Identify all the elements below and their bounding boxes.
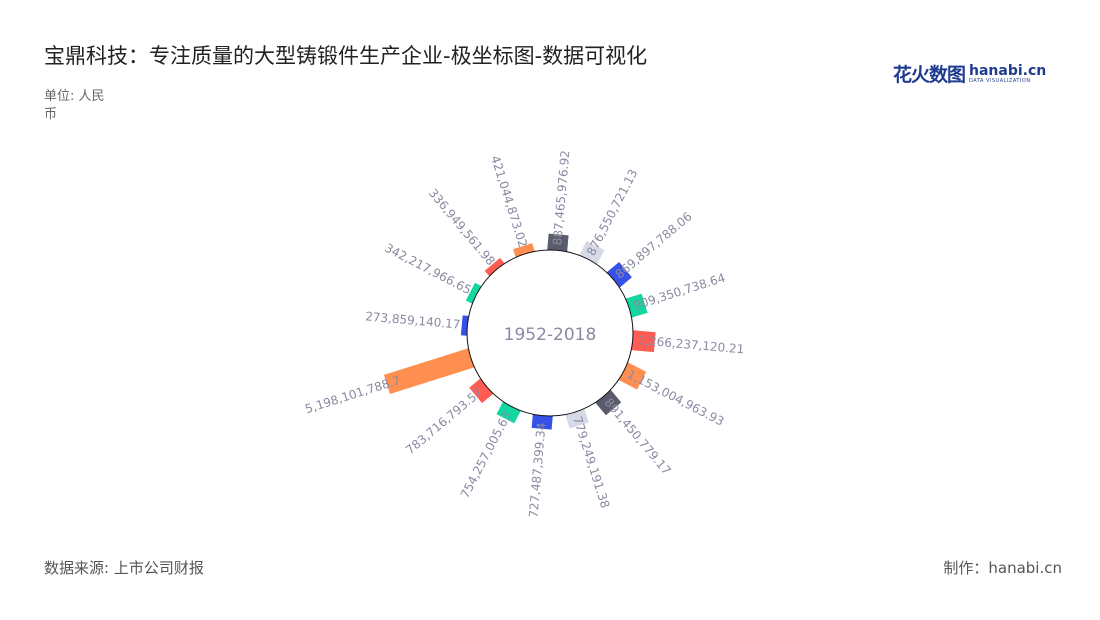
- polar-bar[interactable]: [469, 376, 496, 404]
- polar-bar[interactable]: [628, 330, 656, 353]
- bar-value-label: 783,716,793.57: [403, 385, 485, 457]
- polar-bar[interactable]: [484, 257, 507, 279]
- bar-value-label: 336,949,561.98: [426, 186, 498, 268]
- bar-value-label: 1,266,237,120.21: [637, 333, 745, 356]
- inner-circle: [466, 249, 634, 417]
- bar-value-label: 779,249,191.38: [570, 415, 612, 510]
- bar-value-label: 5,198,101,788.7: [303, 373, 402, 416]
- logo-en: hanabi.cn: [969, 62, 1047, 79]
- polar-bar[interactable]: [593, 387, 622, 416]
- bar-value-label: 727,487,399.34: [526, 422, 548, 518]
- bar-value-label: 887,465,976.92: [550, 150, 572, 246]
- bar-value-label: 754,257,005.63: [458, 409, 514, 500]
- unit-label: 单位: 人民币: [44, 89, 105, 122]
- bar-value-label: 273,859,140.17: [365, 309, 461, 331]
- polar-bar[interactable]: [604, 261, 632, 290]
- polar-bar[interactable]: [547, 233, 569, 255]
- polar-bar[interactable]: [465, 282, 484, 305]
- bar-value-label: 869,897,788.06: [613, 209, 695, 281]
- bar-value-label: 1,153,004,963.93: [625, 367, 726, 429]
- bar-value-label: 909,350,738.64: [632, 271, 727, 313]
- center-label: 1952-2018: [504, 325, 597, 345]
- bar-value-label: 891,450,779.17: [602, 396, 674, 478]
- chart-title: 宝鼎科技：专注质量的大型铸锻件生产企业-极坐标图-数据可视化: [44, 44, 648, 68]
- data-source: 数据来源: 上市公司财报: [44, 559, 204, 577]
- hanabi-logo: 花火数图 hanabi.cn DATA VISUALIZATION: [893, 60, 1046, 87]
- logo-cn: 花火数图: [893, 64, 966, 86]
- logo-sub: DATA VISUALIZATION: [969, 77, 1031, 84]
- bar-value-label: 421,044,873.02: [488, 154, 530, 249]
- bar-value-label: 876,550,721.13: [584, 167, 640, 258]
- polar-bar[interactable]: [383, 347, 477, 394]
- bar-value-label: 342,217,966.65: [383, 241, 474, 297]
- polar-bar[interactable]: [513, 243, 536, 260]
- maker-credit: 制作：hanabi.cn: [943, 559, 1062, 577]
